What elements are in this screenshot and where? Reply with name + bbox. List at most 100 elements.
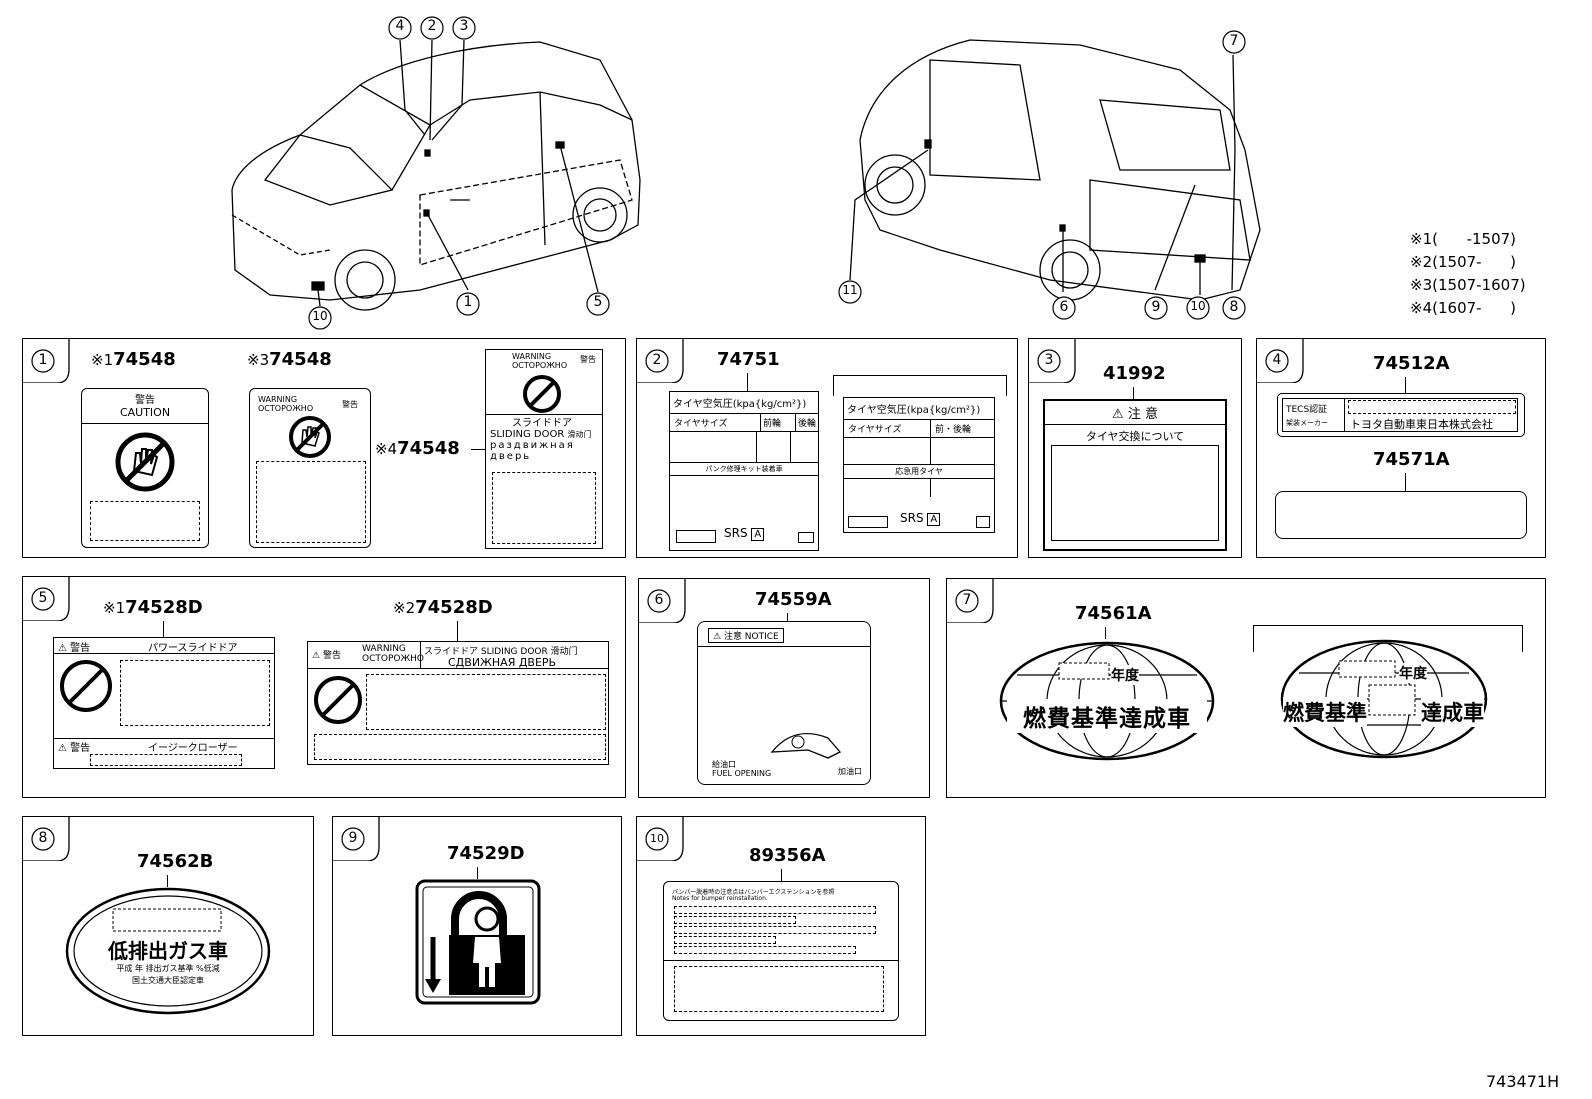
part-code: 74528D [125, 597, 203, 618]
label-kanji: 警告 [342, 400, 358, 409]
note-range: ( -1507) [1432, 230, 1517, 248]
callout-circle[interactable] [1144, 296, 1168, 320]
label-russian: ОСТОРОЖНО [512, 361, 568, 370]
callout-circle[interactable] [1222, 296, 1246, 320]
panel-number: 9 [348, 830, 358, 846]
label-line: дверь [490, 451, 532, 462]
callout-number: 11 [842, 283, 858, 297]
part-code: 74562B [137, 851, 214, 872]
blank-plate [1275, 491, 1527, 539]
callout-circle[interactable] [586, 292, 610, 316]
part-code: 74548 [269, 349, 332, 370]
callout-number: 9 [1151, 299, 1161, 315]
col-header: タイヤサイズ [670, 414, 761, 431]
label-kanji: 警告 [70, 643, 91, 654]
rear-callouts: 7 11 6 9 10 8 [0, 0, 1592, 330]
label-caution: CAUTION [119, 406, 171, 419]
warning-header: WARNING ОСТОРОЖНО [512, 352, 567, 370]
panel-7: 7 74561A 年度 燃費基準達成車 年度 燃費基準 達成車 [946, 578, 1546, 798]
vehicle-illustration-front [231, 39, 641, 311]
callout-circle[interactable] [1052, 296, 1076, 320]
note-mark: ※1 [91, 351, 114, 369]
tire-change-notice-label: ⚠ 注 意 タイヤ交換について [1043, 399, 1227, 551]
panel-number: 8 [38, 830, 48, 846]
callout-circle[interactable] [838, 280, 862, 304]
plate-row-value: トヨタ自動車東日本株式会社 [1350, 418, 1493, 431]
callout-circle[interactable] [1186, 296, 1210, 320]
label-kanji: 警告 [70, 743, 91, 754]
low-emission-badge [65, 887, 271, 1015]
note-mark: ※3 [1410, 276, 1433, 294]
callout-number: 10 [1190, 299, 1206, 313]
warning-header: WARNING ОСТОРОЖНО [258, 395, 313, 413]
tire-pressure-label: タイヤ空気圧(kpa{kg/cm²}) タイヤサイズ 前輪 後輪 パンク修理キッ… [669, 391, 819, 551]
part-code: 74559A [755, 589, 832, 610]
panel-number: 7 [962, 592, 972, 608]
srs-mark: SRS A [900, 511, 941, 526]
panel-number: 3 [1044, 352, 1054, 368]
note-row: ※1( -1507) [1410, 228, 1526, 251]
callout-circle[interactable] [420, 16, 444, 40]
panel-number: 5 [38, 590, 48, 606]
callout-number: 2 [427, 18, 437, 34]
no-hand-icon [60, 660, 112, 712]
callout-number: 5 [593, 294, 603, 310]
part-number: ※274528D [393, 597, 493, 618]
callout-circle[interactable] [456, 292, 480, 316]
note-mark: ※3 [247, 351, 270, 369]
tire-pressure-label: タイヤ空気圧(kpa{kg/cm²}) タイヤサイズ 前・後輪 応急用タイヤ S… [843, 397, 995, 533]
warning-label: WARNING ОСТОРОЖНО 警告 [249, 388, 371, 548]
part-code: 74529D [447, 843, 525, 864]
callout-circle[interactable] [308, 306, 332, 330]
callout-circle[interactable] [1222, 30, 1246, 54]
part-code: 74548 [397, 438, 460, 459]
label-kanji: 警告 [580, 355, 596, 364]
callout-circle[interactable] [452, 16, 476, 40]
note-range: (1507-1607) [1432, 276, 1526, 294]
note-mark: ※2 [1410, 253, 1433, 271]
panel-number: 10 [650, 832, 664, 845]
tire-title: タイヤ空気圧(kpa{kg/cm²}) [670, 392, 818, 414]
note-mark: ※4 [375, 440, 398, 458]
notice-title-text: 注意 NOTICE [723, 632, 779, 642]
no-hand-icon [115, 432, 175, 492]
caution-label: 警告 CAUTION [81, 388, 209, 548]
note-row: ※3(1507-1607) [1410, 274, 1526, 297]
notice-line: バンパー脱着時の注意点はバンパーエクステンションを参照 [672, 889, 835, 896]
fuel-label: FUEL OPENING [712, 769, 772, 778]
label-title: スライドドア SLIDING DOOR 滑动门 [424, 647, 578, 657]
label-russian: ОСТОРОЖНО [258, 404, 314, 413]
front-callouts: 4 2 3 1 5 10 [0, 0, 660, 330]
fuel-label: 加油口 [838, 767, 862, 776]
row-label: 応急用タイヤ [844, 465, 994, 479]
panel-2: 2 74751 タイヤ空気圧(kpa{kg/cm²}) タイヤサイズ 前輪 後輪… [636, 338, 1018, 558]
col-header: タイヤサイズ [844, 420, 931, 437]
part-code: 89356A [749, 845, 826, 866]
part-number: ※174528D [103, 597, 203, 618]
label-line: スライドドア [512, 418, 572, 429]
callout-circle[interactable] [388, 16, 412, 40]
panel-8: 8 74562B 低排出ガス車 平成 年 排出ガス基準 %低減 国土交通大臣認定… [22, 816, 314, 1036]
note-mark: ※2 [393, 599, 416, 617]
badge-text: 達成車 [1421, 697, 1484, 727]
part-code: 74561A [1075, 603, 1152, 624]
label-kanji: 警告 [322, 651, 341, 661]
callout-number: 3 [459, 18, 469, 34]
callout-number: 10 [312, 309, 328, 323]
badge-subtext: 国土交通大臣認定車 [132, 976, 204, 985]
no-hand-icon [314, 676, 362, 724]
label-line: SLIDING DOOR [490, 429, 565, 440]
part-number: ※474548 [375, 438, 460, 459]
note-mark: ※1 [1410, 230, 1433, 248]
callout-number: 1 [463, 294, 473, 310]
callout-number: 6 [1059, 299, 1069, 315]
row-label: パンク修理キット装着車 [670, 463, 818, 476]
label-line: 滑动门 [567, 430, 592, 439]
label-title: パワースライドドア [148, 643, 238, 654]
callout-number: 7 [1229, 33, 1239, 49]
plate-row-label: 架装メーカー [1286, 419, 1328, 427]
part-code: 74528D [415, 597, 493, 618]
